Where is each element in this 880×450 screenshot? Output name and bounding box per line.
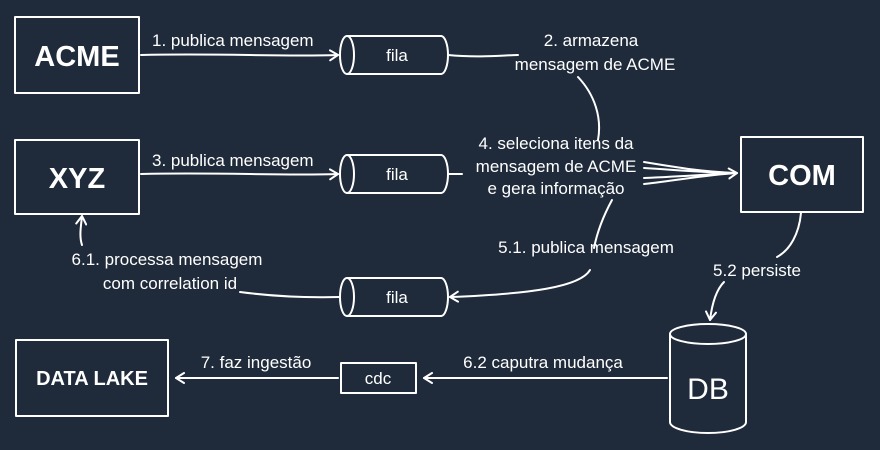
edge-label-3: 3. publica mensagem xyxy=(152,151,314,170)
edge-label-2a: 2. armazena xyxy=(544,31,639,50)
line-com-to-persist xyxy=(776,212,802,258)
cdc-node: cdc xyxy=(340,362,417,394)
edge-label-5-2: 5.2 persiste xyxy=(713,261,801,280)
edge-label-2b: mensagem de ACME xyxy=(515,55,676,74)
edge-label-5-1: 5.1. publica mensagem xyxy=(498,238,674,257)
arrow-xyz-to-fila xyxy=(140,168,339,181)
xyz-label: XYZ xyxy=(49,163,105,195)
arrow-persist-to-db xyxy=(705,281,725,321)
edge-label-1: 1. publica mensagem xyxy=(152,31,314,50)
com-label: COM xyxy=(768,160,836,192)
fila-label-1: fila xyxy=(386,46,408,65)
xyz-node: XYZ xyxy=(14,139,140,215)
data-lake-node: DATA LAKE xyxy=(15,339,169,417)
edge-label-4c: e gera informação xyxy=(487,179,624,198)
fila-queue-2: fila xyxy=(339,154,449,194)
fila-label-3: fila xyxy=(386,288,408,307)
line-fila3-to-process xyxy=(239,291,341,299)
edge-label-7: 7. faz ingestão xyxy=(201,353,312,372)
cdc-label: cdc xyxy=(365,369,392,388)
arrow-acme-to-fila xyxy=(140,49,339,62)
line-fila1-out xyxy=(447,54,519,58)
arrow-select-to-com xyxy=(643,161,737,185)
arrow-publish-to-fila3 xyxy=(449,269,591,303)
com-node: COM xyxy=(740,136,864,213)
fila-label-2: fila xyxy=(386,165,408,184)
edge-label-4b: mensagem de ACME xyxy=(476,157,637,176)
db-label: DB xyxy=(687,373,729,406)
edge-label-6-1b: com correlation id xyxy=(103,274,237,293)
edge-label-6-2: 6.2 caputra mudança xyxy=(463,353,623,372)
acme-node: ACME xyxy=(14,16,140,94)
arrow-process-to-xyz xyxy=(75,215,88,246)
edge-label-6-1a: 6.1. processa mensagem xyxy=(72,250,263,269)
line-store-to-com xyxy=(577,76,601,141)
fila-queue-1: fila xyxy=(339,35,449,75)
edge-label-4a: 4. seleciona itens da xyxy=(479,134,635,153)
data-lake-label: DATA LAKE xyxy=(36,368,148,390)
fila-queue-3: fila xyxy=(339,277,449,317)
line-com-to-publish xyxy=(593,199,613,249)
acme-label: ACME xyxy=(34,41,119,73)
db-node: DB xyxy=(669,323,747,434)
